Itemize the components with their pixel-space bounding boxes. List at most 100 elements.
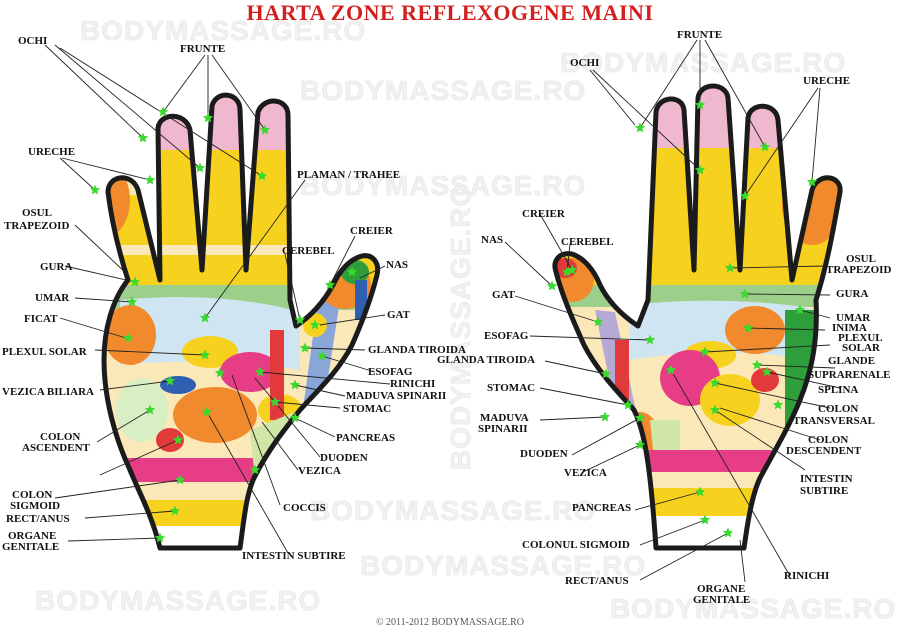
label-pancreas: PANCREAS	[336, 432, 395, 444]
label-spinarii: SPINARII	[478, 423, 528, 435]
label-pancreas: PANCREAS	[572, 502, 631, 514]
label-frunte: FRUNTE	[677, 29, 722, 41]
reflex-point-star	[172, 434, 184, 445]
label-rect-anus: RECT/ANUS	[6, 513, 70, 525]
reflex-point-star	[761, 366, 773, 377]
reflex-point-star	[249, 464, 261, 475]
reflex-point-star	[794, 304, 806, 315]
label-umar: UMAR	[35, 292, 70, 304]
reflex-point-star	[324, 279, 336, 290]
label-vezica: VEZICA	[564, 467, 607, 479]
label-glanda-tiroida: GLANDA TIROIDA	[437, 354, 535, 366]
leader-lines	[44, 39, 841, 583]
label-osul: OSUL	[846, 253, 876, 265]
reflex-point-star	[289, 412, 301, 423]
reflex-point-star	[699, 346, 711, 357]
label-solar: SOLAR	[842, 342, 881, 354]
label-creier: CREIER	[350, 225, 394, 237]
reflex-point-star	[169, 505, 181, 516]
label-rect-anus: RECT/ANUS	[565, 575, 629, 587]
label-esofag: ESOFAG	[368, 366, 413, 378]
label-stomac: STOMAC	[487, 382, 535, 394]
reflex-point-star	[199, 349, 211, 360]
label-trapezoid: TRAPEZOID	[4, 220, 69, 232]
label-intestin: INTESTIN	[800, 473, 853, 485]
reflex-point-star	[202, 112, 214, 123]
reflex-point-star	[89, 184, 101, 195]
reflex-point-star	[772, 399, 784, 410]
reflex-point-star	[622, 399, 634, 410]
label-duoden: DUODEN	[520, 448, 568, 460]
reflex-point-star	[694, 164, 706, 175]
label-sigmoid: SIGMOID	[10, 500, 60, 512]
label-duoden: DUODEN	[320, 452, 368, 464]
reflex-point-star	[739, 288, 751, 299]
label-colon-descendent: COLON	[808, 434, 848, 446]
watermark-text: BODYMASSAGE.RO	[445, 184, 476, 470]
reflex-point-star	[634, 412, 646, 423]
reflex-point-star	[154, 532, 166, 543]
reflex-point-star	[634, 122, 646, 133]
reflex-point-star	[806, 176, 818, 187]
label-trapezoid: TRAPEZOID	[826, 264, 891, 276]
reflex-point-star	[157, 106, 169, 117]
reflex-point-star	[759, 141, 771, 152]
left-hand-labels: OCHI FRUNTE URECHE OSUL TRAPEZOID GURA U…	[2, 35, 466, 562]
reflex-point-star	[561, 266, 573, 277]
watermark-text: BODYMASSAGE.RO	[360, 550, 646, 581]
reflex-point-star	[709, 377, 721, 388]
label-maduva-spinarii: MADUVA SPINARII	[346, 390, 446, 402]
label-nas: NAS	[481, 234, 503, 246]
watermark-text: BODYMASSAGE.RO	[610, 593, 896, 624]
reflex-point-star	[129, 276, 141, 287]
label-genitale: GENITALE	[693, 594, 750, 606]
watermarks: BODYMASSAGE.RO BODYMASSAGE.RO BODYMASSAG…	[35, 15, 896, 625]
label-rinichi: RINICHI	[784, 570, 829, 582]
label-transversal: TRANSVERSAL	[793, 415, 875, 427]
label-plexul: PLEXUL	[838, 332, 883, 344]
label-ascendent: ASCENDENT	[22, 442, 91, 454]
label-subtire: SUBTIRE	[800, 485, 848, 497]
label-colon-sigmoid: COLON	[12, 489, 52, 501]
label-glande: GLANDE	[828, 355, 875, 367]
watermark-text: BODYMASSAGE.RO	[300, 170, 586, 201]
label-plaman-trahee: PLAMAN / TRAHEE	[297, 169, 400, 181]
label-colonul-sigmoid: COLONUL SIGMOID	[522, 539, 630, 551]
label-cerebel: CEREBEL	[561, 236, 614, 248]
reflex-point-star	[644, 334, 656, 345]
label-stomac: STOMAC	[343, 403, 391, 415]
watermark-text: BODYMASSAGE.RO	[300, 75, 586, 106]
label-vezica-biliara: VEZICA BILIARA	[2, 386, 94, 398]
reflex-point-star	[346, 266, 358, 277]
label-ochi: OCHI	[18, 35, 47, 47]
reflex-point-star	[199, 312, 211, 323]
label-ochi: OCHI	[570, 57, 599, 69]
reflex-point-star	[144, 404, 156, 415]
right-hand-labels: FRUNTE OCHI URECHE CREIER NAS CEREBEL GA…	[437, 29, 891, 606]
label-nas: NAS	[386, 259, 408, 271]
label-organe: ORGANE	[697, 583, 745, 595]
label-colon: COLON	[40, 431, 80, 443]
reflex-point-star	[299, 342, 311, 353]
label-splina: SPLINA	[818, 384, 858, 396]
reflex-point-star	[634, 439, 646, 450]
reflex-point-star	[722, 527, 734, 538]
label-ureche: URECHE	[803, 75, 850, 87]
label-gura: GURA	[836, 288, 868, 300]
reflex-point-star	[144, 174, 156, 185]
reflex-point-star	[254, 366, 266, 377]
watermark-text: BODYMASSAGE.RO	[310, 495, 596, 526]
reflex-point-star	[259, 124, 271, 135]
reflex-point-star	[289, 379, 301, 390]
reflex-point-star	[256, 170, 268, 181]
reflex-point-star	[742, 322, 754, 333]
reflex-point-star	[137, 132, 149, 143]
reflex-point-star	[546, 280, 558, 291]
reflex-point-stars	[89, 99, 818, 543]
reflex-point-star	[599, 411, 611, 422]
label-esofag: ESOFAG	[484, 330, 529, 342]
label-ureche: URECHE	[28, 146, 75, 158]
reflex-point-star	[126, 296, 138, 307]
reflex-point-star	[201, 406, 213, 417]
label-intestin-subtire: INTESTIN SUBTIRE	[242, 550, 346, 562]
